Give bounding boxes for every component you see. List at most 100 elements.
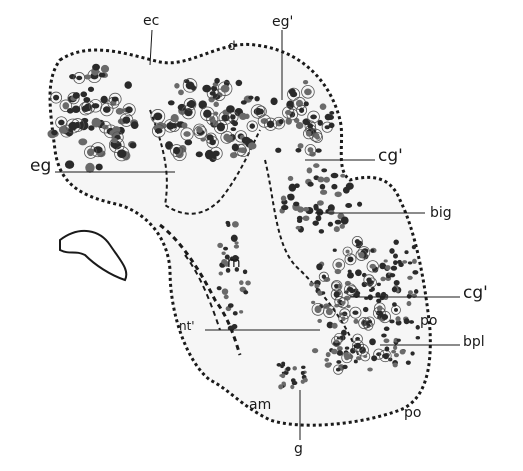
cell-nucleus bbox=[409, 320, 414, 324]
cell-nucleus bbox=[400, 349, 406, 354]
cell-nucleus bbox=[234, 241, 238, 244]
cell-nucleus bbox=[239, 280, 244, 285]
cell-nucleus bbox=[53, 95, 59, 101]
cell-nucleus bbox=[309, 282, 314, 286]
cell-nucleus bbox=[315, 148, 321, 152]
cell-nucleus bbox=[328, 222, 333, 227]
cell-nucleus bbox=[315, 306, 322, 314]
cell-nucleus bbox=[243, 290, 248, 294]
cell-nucleus bbox=[221, 85, 230, 93]
cell-nucleus bbox=[412, 270, 418, 275]
cell-nucleus bbox=[320, 103, 327, 110]
cell-nucleus bbox=[341, 316, 345, 321]
cell-nucleus bbox=[404, 318, 410, 324]
cell-nucleus bbox=[239, 310, 243, 313]
cell-nucleus bbox=[335, 220, 342, 225]
cell-nucleus bbox=[377, 305, 383, 311]
cell-nucleus bbox=[122, 116, 130, 123]
cell-nucleus bbox=[313, 204, 318, 210]
cell-nucleus bbox=[335, 262, 342, 268]
cell-nucleus bbox=[226, 221, 230, 224]
cell-nucleus bbox=[200, 138, 205, 142]
cell-nucleus bbox=[182, 122, 188, 128]
cell-nucleus bbox=[165, 141, 173, 150]
cell-nucleus bbox=[324, 358, 329, 362]
cell-nucleus bbox=[303, 80, 308, 84]
cell-nucleus bbox=[369, 338, 376, 345]
cell-nucleus bbox=[410, 351, 414, 355]
cell-nucleus bbox=[285, 110, 291, 115]
cell-nucleus bbox=[352, 311, 358, 315]
cell-nucleus bbox=[248, 142, 256, 149]
label-ec: ec bbox=[143, 14, 159, 28]
cell-nucleus bbox=[301, 371, 305, 375]
cell-nucleus bbox=[310, 114, 317, 119]
label-eg-prime: eg' bbox=[272, 15, 293, 29]
cell-nucleus bbox=[296, 122, 304, 129]
cell-nucleus bbox=[281, 362, 285, 366]
cell-nucleus bbox=[316, 263, 323, 270]
cell-nucleus bbox=[281, 195, 286, 201]
cell-nucleus bbox=[219, 271, 223, 275]
cell-nucleus bbox=[371, 355, 377, 361]
cell-nucleus bbox=[297, 216, 303, 221]
cell-nucleus bbox=[183, 131, 190, 137]
cell-nucleus bbox=[355, 239, 360, 244]
cell-nucleus bbox=[341, 301, 346, 305]
cell-nucleus bbox=[329, 123, 335, 129]
cell-nucleus bbox=[174, 83, 179, 89]
cell-nucleus bbox=[271, 97, 278, 105]
cell-nucleus bbox=[363, 355, 367, 358]
cell-nucleus bbox=[96, 164, 103, 171]
cell-nucleus bbox=[232, 221, 239, 227]
cell-nucleus bbox=[228, 303, 234, 308]
cell-nucleus bbox=[99, 73, 106, 78]
cell-nucleus bbox=[82, 105, 90, 112]
cell-nucleus bbox=[254, 96, 259, 101]
cell-nucleus bbox=[326, 352, 331, 357]
cell-nucleus bbox=[345, 346, 349, 349]
cell-nucleus bbox=[224, 295, 229, 300]
cell-nucleus bbox=[245, 281, 251, 286]
cell-nucleus bbox=[402, 260, 407, 264]
cell-nucleus bbox=[188, 100, 196, 108]
cell-nucleus bbox=[295, 148, 301, 153]
cell-nucleus bbox=[230, 152, 237, 158]
cell-nucleus bbox=[311, 301, 315, 304]
cell-nucleus bbox=[340, 174, 345, 178]
cell-nucleus bbox=[391, 266, 397, 271]
cell-nucleus bbox=[279, 374, 283, 377]
label-cg-prime-1: cg' bbox=[378, 148, 403, 165]
cell-nucleus bbox=[392, 302, 397, 306]
cell-nucleus bbox=[367, 320, 372, 324]
cell-nucleus bbox=[307, 182, 313, 187]
cell-nucleus bbox=[344, 352, 350, 358]
cell-nucleus bbox=[85, 163, 94, 173]
cell-nucleus bbox=[88, 87, 94, 92]
cell-nucleus bbox=[340, 224, 345, 229]
cell-nucleus bbox=[232, 144, 239, 152]
label-am: am bbox=[249, 398, 271, 412]
cell-nucleus bbox=[357, 202, 362, 207]
cell-nucleus bbox=[68, 122, 77, 131]
cell-nucleus bbox=[92, 103, 100, 108]
cell-nucleus bbox=[341, 330, 347, 336]
label-cg-prime-2: cg' bbox=[463, 285, 488, 302]
cell-nucleus bbox=[301, 366, 306, 369]
cell-nucleus bbox=[317, 319, 322, 323]
cell-nucleus bbox=[346, 183, 354, 190]
label-g: g bbox=[294, 442, 303, 456]
cell-nucleus bbox=[384, 259, 388, 262]
cell-nucleus bbox=[203, 110, 212, 118]
cell-nucleus bbox=[353, 319, 358, 324]
cell-nucleus bbox=[76, 76, 82, 81]
cell-nucleus bbox=[199, 100, 207, 109]
cell-nucleus bbox=[393, 363, 398, 368]
label-big: big bbox=[430, 206, 452, 220]
cell-nucleus bbox=[196, 151, 203, 157]
cell-nucleus bbox=[296, 226, 301, 230]
cell-nucleus bbox=[392, 287, 397, 293]
cell-nucleus bbox=[394, 353, 399, 357]
label-d: d bbox=[228, 40, 236, 52]
cell-nucleus bbox=[334, 284, 338, 288]
